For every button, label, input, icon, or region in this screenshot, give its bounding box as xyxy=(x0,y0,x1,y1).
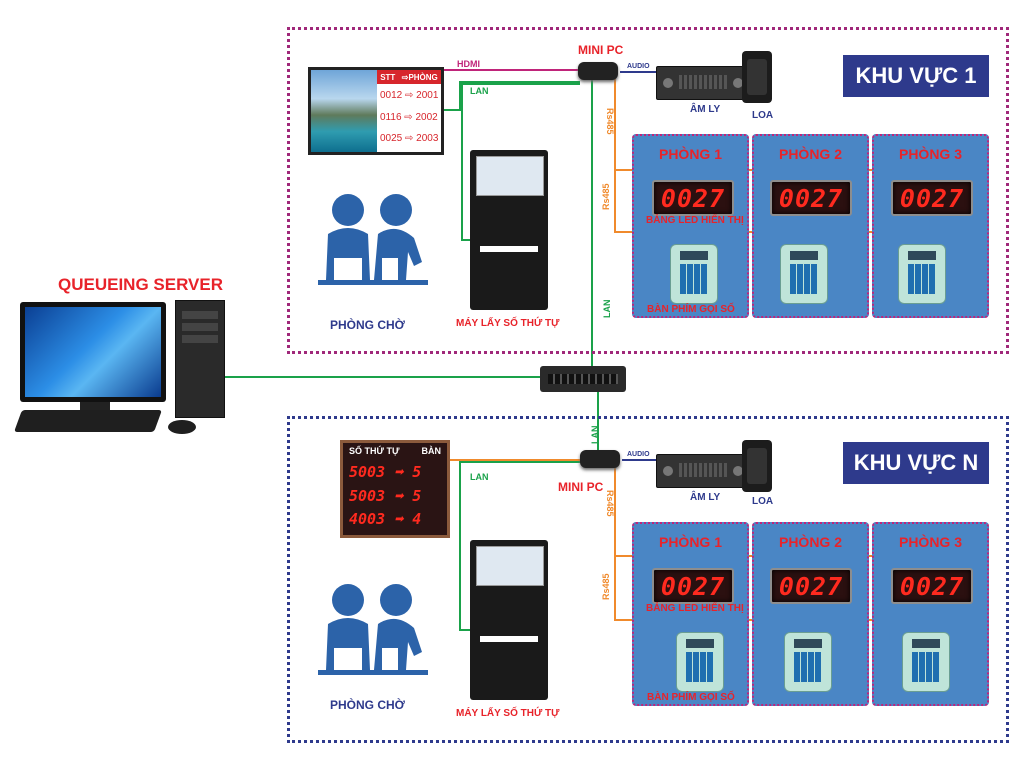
call-keypad xyxy=(780,244,828,304)
keypad-caption: BÀN PHÍM GỌI SỐ xyxy=(647,692,735,703)
room-name: PHÒNG 2 xyxy=(778,534,842,550)
tv-table-header: STT ⇨PHÒNG xyxy=(377,70,441,84)
tv-row: 0012 ⇨ 2001 xyxy=(380,90,439,101)
amplifier-1 xyxy=(656,66,750,100)
led-board: 0027 xyxy=(891,180,973,216)
server-monitor xyxy=(20,302,166,402)
zone-1-frame xyxy=(287,27,1009,354)
led-board-caption: BẢNG LED HIỂN THỊ xyxy=(646,603,744,614)
speaker-1-label: LOA xyxy=(752,110,774,121)
lan-wire-minipcN-printer xyxy=(459,461,582,631)
queue-led-board: SỐ THỨ TỰ BÀN 5003 ➡ 5 5003 ➡ 5 4003 ➡ 4 xyxy=(340,440,450,538)
speaker-n-label: LOA xyxy=(752,496,774,507)
board-row: 5003 ➡ 5 xyxy=(349,487,422,505)
tv-row: 0025 ⇨ 2003 xyxy=(380,133,439,144)
call-keypad xyxy=(898,244,946,304)
waiting-room-label: PHÒNG CHỜ xyxy=(330,698,405,712)
room-name: PHÒNG 3 xyxy=(898,146,962,162)
zone-n-frame xyxy=(287,416,1009,743)
amplifier-1-label: ÂM LY xyxy=(690,104,721,115)
room-name: PHÒNG 1 xyxy=(658,534,722,550)
led-board: 0027 xyxy=(891,568,973,604)
zone-1-title: KHU VỰC 1 xyxy=(843,55,989,97)
led-board-caption: BẢNG LED HIỂN THỊ xyxy=(646,215,744,226)
led-board: 0027 xyxy=(770,180,852,216)
network-switch xyxy=(540,366,626,392)
waiting-room-label: PHÒNG CHỜ xyxy=(330,318,405,332)
queueing-server-title: QUEUEING SERVER xyxy=(58,275,224,294)
waiting-people-icon xyxy=(318,584,428,675)
speaker-1 xyxy=(742,51,772,103)
room-name: PHÒNG 1 xyxy=(658,146,722,162)
minipc-1-label: MINI PC xyxy=(578,43,624,57)
tv-row: 0116 ⇨ 2002 xyxy=(380,112,438,123)
waiting-people-icon xyxy=(318,194,428,285)
rs485-label-1a: Rs485 xyxy=(605,108,615,135)
minipc-n xyxy=(580,450,620,468)
rs485-label-Na: Rs485 xyxy=(605,490,615,517)
zone-n-title: KHU VỰC N xyxy=(843,442,989,484)
room-name: PHÒNG 2 xyxy=(778,146,842,162)
board-row: 5003 ➡ 5 xyxy=(349,463,422,481)
amplifier-n xyxy=(656,454,750,488)
minipc-1 xyxy=(578,62,618,80)
minipc-n-label: MINI PC xyxy=(558,480,604,494)
amplifier-n-label: ÂM LY xyxy=(690,492,721,503)
server-tower xyxy=(175,300,225,418)
audio-label-N: AUDIO xyxy=(627,451,650,458)
call-keypad xyxy=(784,632,832,692)
board-header: SỐ THỨ TỰ BÀN xyxy=(349,446,441,456)
rs485-label-1b: Rs485 xyxy=(601,183,611,210)
tv-header-left: STT xyxy=(380,72,396,82)
ticket-printer-n-label: MÁY LẤY SỐ THỨ TỰ xyxy=(456,708,560,719)
room-name: PHÒNG 3 xyxy=(898,534,962,550)
hdmi-label: HDMI xyxy=(457,59,480,69)
audio-label-1: AUDIO xyxy=(627,63,650,70)
tv-landscape xyxy=(311,70,377,152)
lan-label-zoneN: LAN xyxy=(470,472,489,482)
call-keypad xyxy=(670,244,718,304)
led-board: 0027 xyxy=(652,568,734,604)
ticket-printer-1-label: MÁY LẤY SỐ THỨ TỰ xyxy=(456,318,560,329)
board-row: 4003 ➡ 4 xyxy=(349,510,422,528)
rs485-label-Nb: Rs485 xyxy=(601,573,611,600)
mouse xyxy=(168,420,196,434)
keypad-caption: BÀN PHÍM GỌI SỐ xyxy=(647,304,735,315)
board-header-right: BÀN xyxy=(421,446,442,456)
led-board: 0027 xyxy=(770,568,852,604)
ticket-printer-n xyxy=(470,540,548,700)
lan-wire-minipc1-display xyxy=(440,81,580,111)
tv-header-right: ⇨PHÒNG xyxy=(401,72,438,82)
keyboard xyxy=(13,410,163,432)
board-header-left: SỐ THỨ TỰ xyxy=(349,446,400,456)
call-keypad xyxy=(902,632,950,692)
speaker-n xyxy=(742,440,772,492)
lan-label-zone1: LAN xyxy=(470,86,489,96)
call-keypad xyxy=(676,632,724,692)
led-board: 0027 xyxy=(652,180,734,216)
queue-display-tv: STT ⇨PHÒNG 0012 ⇨ 2001 0116 ⇨ 2002 0025 … xyxy=(308,67,444,155)
ticket-printer-1 xyxy=(470,150,548,310)
lan-label-vertical: LAN xyxy=(602,299,612,319)
